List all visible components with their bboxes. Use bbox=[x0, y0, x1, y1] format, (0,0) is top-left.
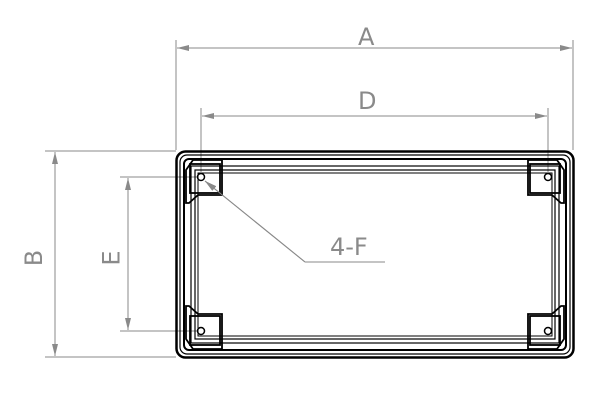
label-e: E bbox=[97, 250, 126, 266]
corner-boss-bottom-right bbox=[527, 305, 565, 350]
corner-boss-bottom-left bbox=[185, 305, 223, 350]
label-d: D bbox=[358, 87, 377, 115]
dimension-d bbox=[200, 108, 549, 172]
label-4f: 4-F bbox=[330, 233, 368, 261]
corner-boss-top-right bbox=[527, 159, 565, 204]
corner-boss-top-left bbox=[185, 159, 223, 204]
dimension-a bbox=[175, 40, 574, 150]
mounting-hole bbox=[196, 326, 206, 336]
mounting-hole bbox=[196, 172, 206, 182]
mounting-hole bbox=[543, 172, 553, 182]
label-a: A bbox=[358, 23, 375, 51]
dimension-b bbox=[45, 150, 176, 358]
enclosure-outline bbox=[175, 150, 575, 359]
mounting-hole bbox=[543, 326, 553, 336]
label-b: B bbox=[20, 249, 49, 267]
